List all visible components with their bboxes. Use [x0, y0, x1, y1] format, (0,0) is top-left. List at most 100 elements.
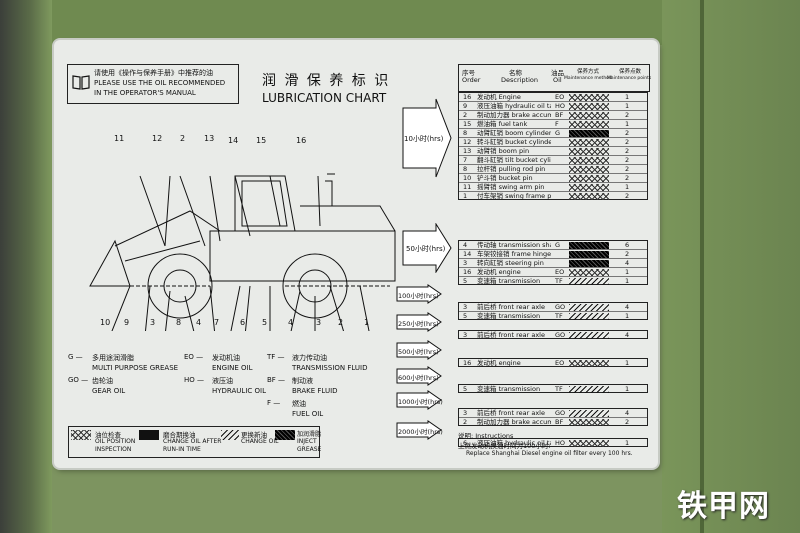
- machine-frame-right: [662, 0, 800, 533]
- oil-name-cn: 齿轮油: [92, 377, 113, 385]
- row-method-swatch: [569, 148, 609, 155]
- callout-top: 13: [204, 134, 215, 143]
- oil-code: HO —: [184, 376, 204, 384]
- row-oil: GO: [555, 331, 566, 339]
- row-description: 摇臂销 swing arm pin: [477, 183, 545, 191]
- instructions-line1: 上燃发动机换油时间为100小时:: [458, 442, 551, 450]
- callout-top: 16: [296, 136, 307, 145]
- oil-name-cn: 液压油: [212, 377, 233, 385]
- header-points-cn: 保养点数: [619, 69, 642, 75]
- table-row: 1 付车架销 swing frame pin 2: [459, 192, 647, 201]
- row-points: 4: [625, 331, 630, 339]
- row-description: 制动加力器 brake accumulator: [477, 111, 551, 119]
- interval-arrow: [396, 366, 442, 386]
- change-oil-swatch: [221, 430, 239, 440]
- watermark-logo: 铁甲网: [677, 489, 770, 524]
- row-order: 2: [463, 418, 468, 426]
- row-points: 1: [625, 102, 630, 110]
- interval-arrow: [396, 312, 442, 332]
- row-oil: HO: [555, 439, 566, 447]
- manual-note-cn: 请使用《操作与保养手册》中推荐的油: [94, 69, 213, 77]
- row-order: 3: [463, 409, 468, 417]
- callout-bottom: 10: [100, 318, 111, 327]
- row-description: 传动轴 transmission shaft: [477, 241, 551, 249]
- row-method-swatch: [569, 332, 609, 339]
- oil-code: GO —: [68, 376, 89, 384]
- table-row: 11 摇臂销 swing arm pin 1: [459, 183, 647, 192]
- row-oil: HO: [555, 102, 566, 110]
- row-points: 1: [625, 312, 630, 320]
- row-method-swatch: [569, 360, 609, 367]
- interval-label: 50小时(hrs): [406, 245, 446, 253]
- row-method-swatch: [569, 94, 609, 101]
- oil-name-en: MULTI PURPOSE GREASE: [92, 364, 179, 372]
- row-points: 1: [625, 93, 630, 101]
- row-description: 铲斗销 bucket pin: [477, 174, 533, 182]
- book-icon: [72, 75, 90, 90]
- header-method-cn: 保养方式: [577, 69, 600, 75]
- row-description: 动臂销 boom pin: [477, 147, 530, 155]
- frame-seam: [700, 0, 704, 533]
- row-points: 1: [625, 439, 630, 447]
- title-en: LUBRICATION CHART: [262, 91, 387, 105]
- row-description: 变速箱 transmission: [477, 312, 541, 320]
- row-description: 前后桥 front rear axle: [477, 303, 545, 311]
- machine-frame-left: [0, 0, 52, 533]
- row-method-swatch: [569, 260, 609, 267]
- table-row: 9 液压油箱 hydraulic oil tank HO 1: [459, 102, 647, 111]
- manual-note-box: 请使用《操作与保养手册》中推荐的油 PLEASE USE THE OIL REC…: [67, 64, 239, 104]
- row-points: 2: [625, 165, 630, 173]
- header-oil-cn: 油品: [551, 69, 564, 77]
- row-order: 7: [463, 156, 468, 164]
- interval-label: 2000小时(hrs): [398, 428, 443, 436]
- row-method-swatch: [569, 278, 609, 285]
- row-order: 3: [463, 331, 468, 339]
- callout-bottom: 4: [196, 318, 202, 327]
- row-method-swatch: [569, 251, 609, 258]
- method-label: CHANGE OIL: [241, 438, 279, 445]
- row-order: 16: [463, 359, 472, 367]
- row-method-swatch: [569, 130, 609, 137]
- inject-grease-swatch: [275, 430, 295, 440]
- row-order: 11: [463, 183, 472, 191]
- row-points: 2: [625, 156, 630, 164]
- method-label: 更换新油: [241, 431, 267, 439]
- header-points-en: Maintenance points: [607, 76, 652, 81]
- row-points: 4: [625, 259, 630, 267]
- oil-code: EO —: [184, 353, 204, 361]
- row-points: 1: [625, 183, 630, 191]
- row-oil: EO: [555, 268, 565, 276]
- lubrication-plate: 请使用《操作与保养手册》中推荐的油 PLEASE USE THE OIL REC…: [54, 40, 658, 468]
- row-points: 6: [625, 241, 630, 249]
- row-order: 9: [463, 102, 468, 110]
- row-description: 付车架销 swing frame pin: [477, 192, 551, 200]
- change-run-in-swatch: [139, 430, 159, 440]
- row-method-swatch: [569, 139, 609, 146]
- row-description: 发动机 engine: [477, 268, 521, 276]
- row-description: 前后桥 front rear axle: [477, 331, 545, 339]
- oil-code: G —: [68, 353, 83, 361]
- row-description: 液压油箱 hydraulic oil tank: [477, 102, 551, 110]
- row-method-swatch: [569, 121, 609, 128]
- row-points: 2: [625, 147, 630, 155]
- row-order: 4: [463, 241, 468, 249]
- row-points: 2: [625, 192, 630, 200]
- method-label: CHANGE OIL AFTER: [163, 438, 222, 445]
- callout-bottom: 6: [240, 318, 246, 327]
- row-description: 燃油箱 fuel tank: [477, 120, 528, 128]
- callout-bottom: 3: [150, 318, 156, 327]
- row-order: 1: [463, 192, 468, 200]
- row-oil: EO: [555, 359, 565, 367]
- oil-name-en: FUEL OIL: [292, 410, 324, 418]
